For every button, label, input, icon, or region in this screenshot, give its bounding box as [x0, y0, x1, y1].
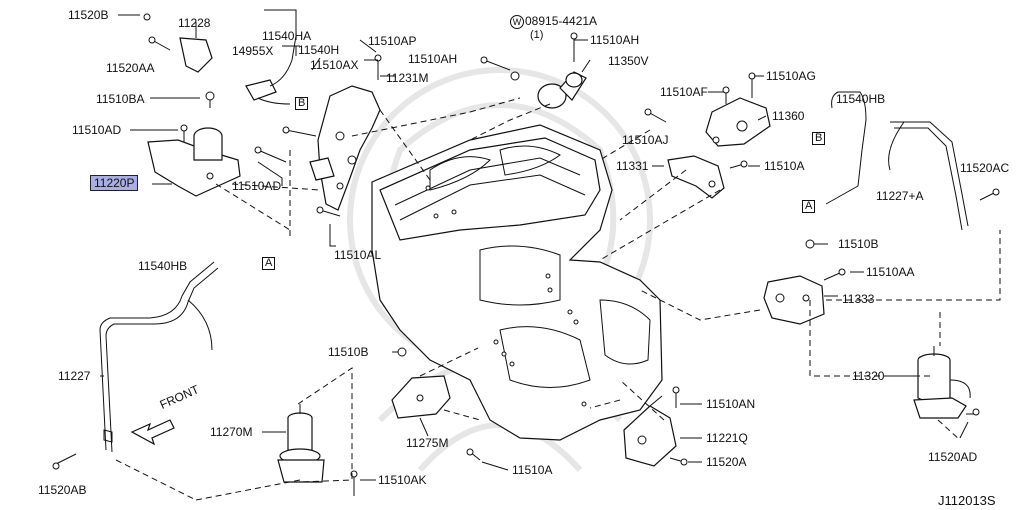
part-11228-bracket: [143, 13, 213, 73]
label-11520aa-top[interactable]: 11520AA: [106, 61, 155, 75]
label-11227-left[interactable]: 11227: [58, 369, 91, 383]
label-11520a[interactable]: 11520A: [706, 455, 747, 469]
label-11510aj[interactable]: 11510AJ: [622, 133, 669, 147]
bolt-icons: [52, 32, 1000, 496]
label-11220p-highlighted[interactable]: 11220P: [90, 175, 139, 191]
part-11227-hose-left: [99, 261, 219, 453]
part-11270m-mount: [277, 404, 325, 483]
label-11333[interactable]: 11333: [842, 292, 875, 306]
label-11540ha[interactable]: 11540HA: [262, 29, 312, 43]
label-11320[interactable]: 11320: [852, 369, 885, 383]
ref-box-b-right: B: [812, 132, 826, 145]
label-11275m[interactable]: 11275M: [406, 436, 449, 450]
label-11510aa-right[interactable]: 11510AA: [866, 265, 915, 279]
label-11540h[interactable]: 11540H: [298, 43, 340, 57]
label-14955x[interactable]: 14955X: [232, 44, 274, 58]
label-11228[interactable]: 11228: [178, 16, 211, 30]
label-11510ad-right[interactable]: 11510AD: [232, 179, 282, 193]
label-11360[interactable]: 11360: [772, 109, 805, 123]
part-11231m-bracket: [309, 85, 381, 211]
part-11333-mount: [763, 275, 825, 325]
part-11320-mount: [913, 346, 971, 419]
label-11510ax[interactable]: 11510AX: [310, 58, 359, 72]
dashed-lines: [115, 97, 1001, 501]
bolt-symbol-icon: W: [510, 15, 524, 29]
label-11540hb-right[interactable]: 11540HB: [836, 92, 886, 106]
label-11510ak[interactable]: 11510AK: [378, 473, 427, 487]
label-11510a-mid[interactable]: 11510A: [512, 463, 553, 477]
part-11227a-hose-right: [825, 91, 969, 231]
label-11221q[interactable]: 11221Q: [706, 431, 748, 445]
part-11220p-bracket: [147, 127, 241, 197]
label-11510ad-left[interactable]: 11510AD: [72, 123, 122, 137]
label-11510a-right[interactable]: 11510A: [764, 159, 805, 173]
label-11520ab[interactable]: 11520AB: [38, 483, 87, 497]
part-14955x-sensor: [245, 35, 297, 105]
label-11227a[interactable]: 11227+A: [876, 189, 924, 203]
label-11510ah-right[interactable]: 11510AH: [590, 33, 640, 47]
label-11520ac[interactable]: 11520AC: [960, 161, 1010, 175]
ref-box-a-right: A: [802, 200, 816, 213]
label-11510ah-left[interactable]: 11510AH: [408, 52, 458, 66]
label-11231m[interactable]: 11231M: [386, 71, 429, 85]
part-11360-bracket: [705, 97, 771, 147]
label-11510ap[interactable]: 11510AP: [368, 34, 417, 48]
diagram-code: J112013S: [938, 493, 996, 508]
label-11270m[interactable]: 11270M: [210, 425, 253, 439]
label-08915-text: 08915-4421A: [525, 14, 598, 28]
ref-box-a-left: A: [262, 257, 276, 270]
part-11350v-torque-rod: [537, 71, 587, 109]
label-11510b-mid[interactable]: 11510B: [328, 345, 369, 359]
label-11350v[interactable]: 11350V: [608, 54, 649, 68]
label-11510al[interactable]: 11510AL: [334, 248, 382, 262]
label-11510af[interactable]: 11510AF: [660, 85, 708, 99]
ref-box-b-left: B: [295, 97, 309, 110]
label-11510an[interactable]: 11510AN: [706, 397, 756, 411]
part-11221q-bracket: [623, 395, 677, 467]
label-11540hb-left[interactable]: 11540HB: [138, 259, 188, 273]
label-11520ad[interactable]: 11520AD: [928, 450, 978, 464]
label-11520b[interactable]: 11520B: [68, 8, 109, 22]
label-11331[interactable]: 11331: [616, 159, 649, 173]
label-08915-qty: (1): [530, 29, 544, 41]
front-arrow-icon: [130, 419, 175, 446]
engine-block: [371, 124, 663, 441]
part-11275m-bracket: [391, 375, 451, 419]
label-11510ba[interactable]: 11510BA: [96, 92, 145, 106]
label-11510b-right[interactable]: 11510B: [838, 237, 879, 251]
label-11510ag[interactable]: 11510AG: [766, 69, 816, 83]
